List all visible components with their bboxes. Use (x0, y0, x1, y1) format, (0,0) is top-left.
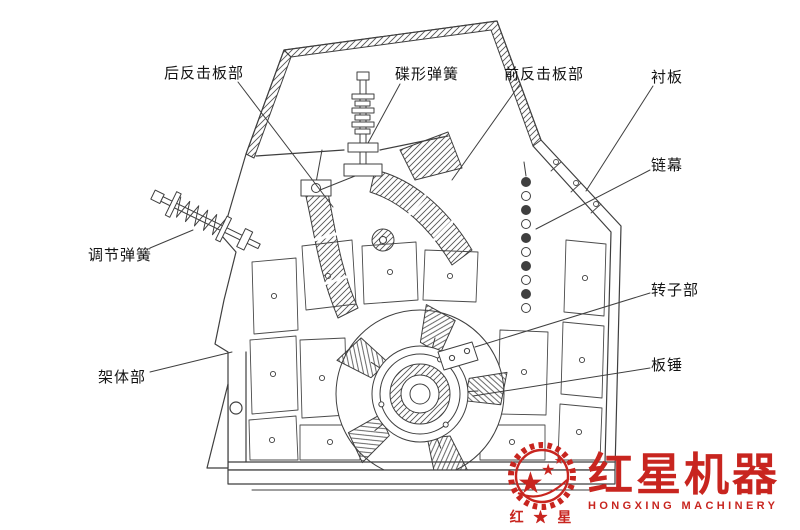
base-frame (206, 383, 616, 491)
left-slope-band (245, 49, 292, 159)
label-disc-spring: 碟形弹簧 (395, 66, 460, 83)
brand-name-english: HONGXING MACHINERY (588, 500, 779, 513)
hongxing-logo: ★ ★ ★ 红 ★ 星 红星机器 HONGXING MACHINERY (506, 437, 798, 527)
brand-text: 红星机器 HONGXING MACHINERY (588, 448, 781, 513)
emblem-star-icon: ★ (533, 509, 551, 525)
label-adjusting-spring: 调节弹簧 (88, 247, 153, 264)
chain-curtain (521, 161, 531, 313)
gear-star-icon: ★ ★ ★ (508, 442, 576, 510)
leader-lines (149, 81, 654, 397)
adjusting-spring-assembly (150, 189, 261, 251)
housing-shell (214, 20, 622, 471)
emblem-char-right: 星 (557, 509, 575, 525)
gear-emblem: ★ ★ ★ 红 ★ 星 (506, 440, 578, 524)
left-foot-bracket (206, 383, 229, 469)
label-chain-curtain: 链幕 (651, 157, 684, 174)
label-frame-body: 架体部 (98, 369, 147, 386)
rear-impact-plate (300, 149, 359, 319)
label-rear-impact-plate: 后反击板部 (164, 65, 245, 82)
rotor-assembly (335, 304, 510, 483)
mid-star-icon: ★ (541, 462, 555, 479)
liner-plates (550, 159, 602, 214)
label-blow-bar: 板锤 (651, 357, 684, 374)
small-star-icon: ★ (554, 455, 564, 467)
emblem-characters: 红 ★ 星 (510, 510, 575, 524)
label-rotor: 转子部 (651, 282, 700, 299)
disc-spring-assembly (319, 71, 383, 191)
label-liner-plate: 衬板 (651, 69, 684, 86)
emblem-char-left: 红 (509, 509, 527, 525)
front-impact-plate (369, 131, 473, 266)
label-front-impact-plate: 前反击板部 (504, 66, 585, 83)
brand-name-chinese: 红星机器 (588, 448, 781, 500)
frame-panels (248, 239, 607, 461)
